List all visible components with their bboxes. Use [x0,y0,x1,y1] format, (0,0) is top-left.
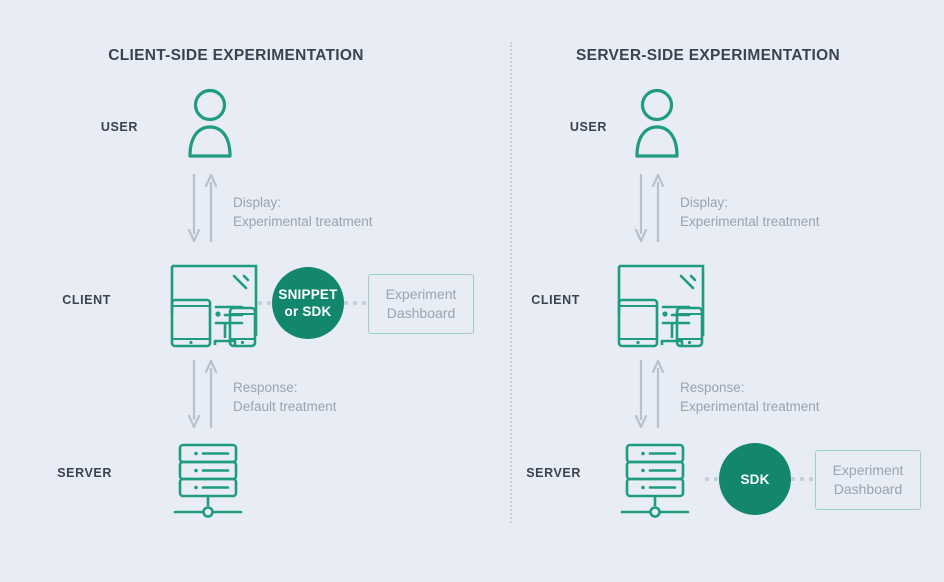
badge-sdk[interactable]: SDK [719,443,791,515]
user-icon [633,88,681,160]
panel-server-side: SERVER-SIDE EXPERIMENTATION USER Display… [472,0,944,582]
row-label-user: USER [569,120,607,134]
user-icon [186,88,234,160]
arrow-pair-user-client [633,172,667,244]
connector-dots-badge-dashboard [791,477,813,481]
devices-icon [168,262,260,348]
experiment-dashboard-box[interactable]: Experiment Dashboard [368,274,474,334]
badge-snippet-or-sdk[interactable]: SNIPPET or SDK [272,267,344,339]
panel-client-side: CLIENT-SIDE EXPERIMENTATION USER Display… [57,47,474,520]
arrow-label-user-client: Display: Experimental treatment [680,195,820,229]
panel-title-client-side: CLIENT-SIDE EXPERIMENTATION [108,47,364,64]
arrow-pair-client-server [633,358,667,430]
panel-divider [510,42,514,523]
row-label-server: SERVER [526,466,581,480]
row-label-user: USER [100,120,138,134]
row-label-client: CLIENT [531,293,580,307]
arrow-pair-client-server [186,358,220,430]
row-label-server: SERVER [57,466,112,480]
experiment-dashboard-box[interactable]: Experiment Dashboard [815,450,921,510]
arrow-label-client-server: Response: Default treatment [233,380,337,414]
arrow-pair-user-client [186,172,220,244]
arrow-label-user-client: Display: Experimental treatment [233,195,373,229]
server-rack-icon [172,442,250,520]
row-label-client: CLIENT [62,293,111,307]
connector-dots-badge-dashboard [344,301,366,305]
panel-title-server-side: SERVER-SIDE EXPERIMENTATION [576,47,840,64]
arrow-label-client-server: Response: Experimental treatment [680,380,820,414]
server-rack-icon [619,442,697,520]
devices-icon [615,262,707,348]
